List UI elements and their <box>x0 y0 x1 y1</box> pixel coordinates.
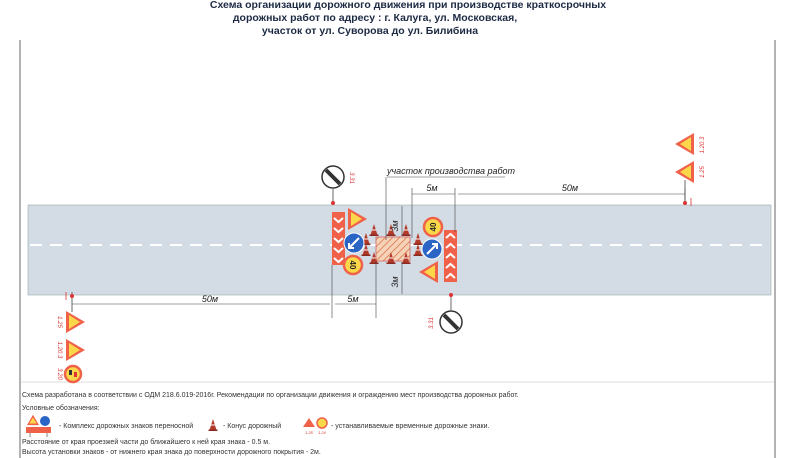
sign-label: 1.25 <box>56 316 62 328</box>
sign-label: 1.20.3 <box>700 136 706 153</box>
legend-label: - Комплекс дорожных знаков переносной <box>59 422 193 430</box>
keep-left-sign-icon <box>343 232 365 254</box>
chevron-board-left <box>332 212 345 265</box>
dimension-50m-right: 50м <box>562 183 578 193</box>
work-zone-label: участок производства работ <box>386 166 516 176</box>
basis-note: Схема разработана в соответствии с ОДМ 2… <box>22 391 519 399</box>
portable-sign-set-icon <box>26 414 51 437</box>
title-line-2: дорожных работ по адресу : г. Калуга, ул… <box>233 12 517 24</box>
sign-label: 3.20 <box>56 368 62 380</box>
svg-text:40: 40 <box>348 261 357 270</box>
dimension-5m-left: 5м <box>347 294 358 304</box>
sign-label: 1.25 <box>700 166 706 178</box>
end-restrictions-sign-icon <box>438 309 464 335</box>
legend-title: Условные обозначения: <box>22 404 100 412</box>
road-narrowing-sign-icon <box>675 133 694 155</box>
road-narrowing-sign-icon <box>66 339 85 361</box>
end-restrictions-sign-icon <box>320 164 346 190</box>
height-note: Высота установки знаков - от нижнего кра… <box>22 449 321 456</box>
men-at-work-sign-icon <box>66 311 85 333</box>
svg-text:3.24: 3.24 <box>318 430 327 435</box>
traffic-cone-icon <box>208 418 218 432</box>
svg-text:1.25: 1.25 <box>305 430 314 435</box>
legend-label: - устанавливаемые временные дорожные зна… <box>331 423 489 430</box>
distance-note: Расстояние от края проезжей части до бли… <box>22 438 270 446</box>
dimension-5m-right: 5м <box>426 183 437 193</box>
sign-label: 1.20.3 <box>56 342 62 359</box>
dimension-3m-bottom: 3м <box>390 276 400 287</box>
dimension-50m-left: 50м <box>202 294 218 304</box>
men-at-work-sign-icon <box>675 161 694 183</box>
keep-right-sign-icon <box>421 238 443 260</box>
chevron-board-right <box>444 230 457 282</box>
sign-label: 3.31 <box>429 317 435 329</box>
work-zone <box>375 236 411 262</box>
sign-label: 3.31 <box>348 172 354 184</box>
speed-limit-sign-left: 40 <box>342 254 364 276</box>
speed-limit-sign-right: 40 <box>422 216 444 238</box>
title-line-3: участок от ул. Суворова до ул. Билибина <box>262 25 478 37</box>
legend-label: - Конус дорожный <box>223 422 281 430</box>
dimension-3m-top: 3м <box>390 220 400 231</box>
title-line-1: Схема организации дорожного движения при… <box>210 0 606 11</box>
temporary-signs-icon: 1.25 3.24 <box>303 417 328 435</box>
svg-text:40: 40 <box>429 222 438 231</box>
no-overtaking-sign-icon <box>63 364 83 384</box>
